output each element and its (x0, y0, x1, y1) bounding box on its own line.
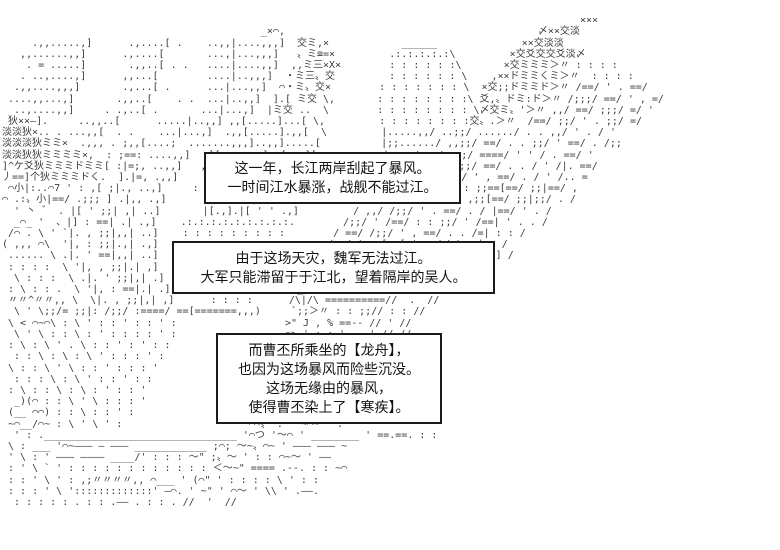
dialogue-line: 使得曹丕染上了【寒疾】。 (248, 398, 410, 415)
dialogue-line: 而曹丕所乘坐的【龙舟】， (248, 341, 410, 358)
dialogue-box-wei-army: 由于这场天灾，魏军无法过江。 大军只能滞留于于江北，望着隔岸的吴人。 (172, 241, 495, 294)
dialogue-line: 也因为这场暴风而险些沉没。 (238, 360, 420, 377)
dialogue-line: 大军只能滞留于于江北，望着隔岸的吴人。 (200, 268, 467, 285)
dialogue-line: 一时间江水暴涨，战舰不能过江。 (227, 179, 438, 195)
dialogue-line: 这场无缘由的暴风， (266, 379, 392, 396)
dialogue-line: 由于这场天灾，魏军无法过江。 (235, 249, 432, 266)
dialogue-box-dragon-boat: 而曹丕所乘坐的【龙舟】， 也因为这场暴风而险些沉没。 这场无缘由的暴风， 使得曹… (216, 333, 442, 424)
dialogue-line: 这一年，长江两岸刮起了暴风。 (234, 160, 431, 176)
dialogue-box-storm: 这一年，长江两岸刮起了暴风。 一时间江水暴涨，战舰不能过江。 (204, 152, 461, 204)
